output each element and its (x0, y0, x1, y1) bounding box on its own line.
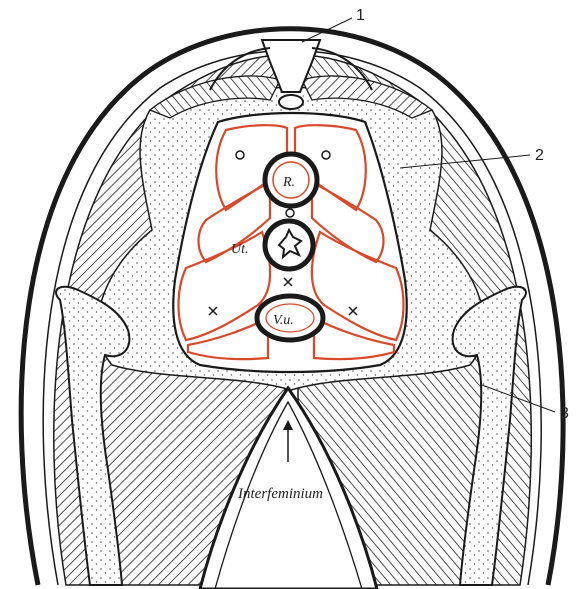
uterus-label: Ut. (231, 242, 249, 257)
vagina-urethra-label: V.u. (273, 313, 294, 328)
rectum-label: R. (282, 175, 295, 190)
callout-3-label: 3 (560, 405, 569, 422)
callout-2-label: 2 (535, 147, 544, 164)
callout-1-label: 1 (356, 7, 365, 24)
vertebral-canal (279, 95, 303, 109)
interfeminium-label: Interfeminium (237, 486, 323, 502)
